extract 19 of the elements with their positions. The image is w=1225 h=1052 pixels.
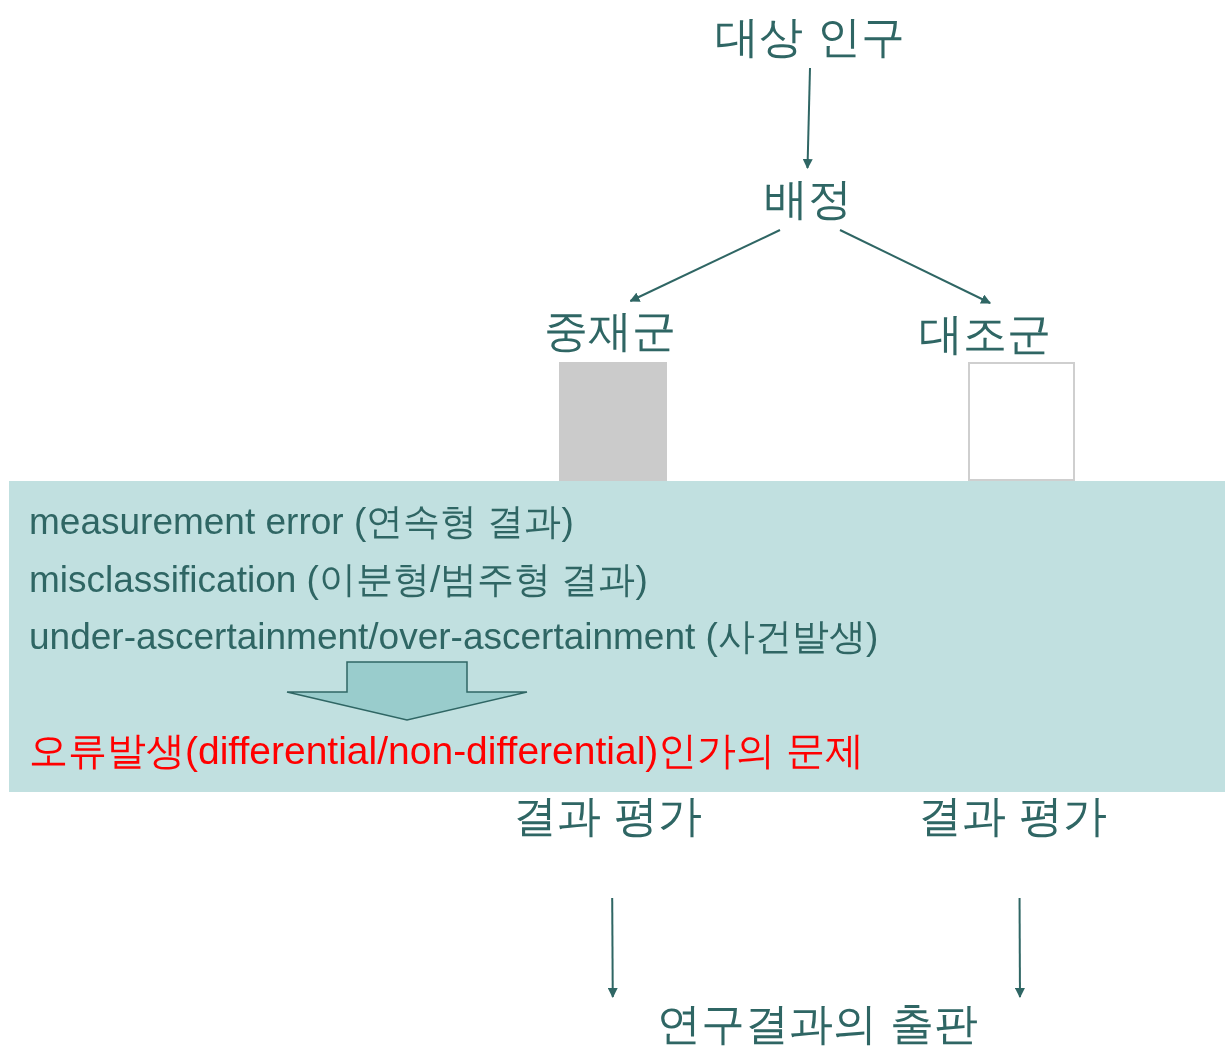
highlighted-note: 오류발생(differential/non-differential)인가의 문제 [29,731,865,770]
filled-box [559,362,667,481]
arrow [629,229,781,302]
node-label: 대조군 [900,305,1070,363]
arrow [839,229,992,304]
note-text: misclassification (이분형/범주형 결과) [29,561,648,598]
node-label: 결과 평가 [490,790,725,842]
node-label: 연구결과의 출판 [590,998,1045,1050]
node-label: 배정 [745,170,870,228]
arrow [607,897,618,998]
node-label: 대상 인구 [695,8,925,66]
empty-box [968,362,1075,481]
node-label: 결과 평가 [895,790,1130,842]
note-text: measurement error (연속형 결과) [29,503,574,540]
arrow [1014,897,1025,998]
node-label: 중재군 [525,302,695,360]
arrow [802,67,813,169]
note-text: under-ascertainment/over-ascertainment (사건발생) [29,618,879,655]
note-panel [9,481,1225,792]
